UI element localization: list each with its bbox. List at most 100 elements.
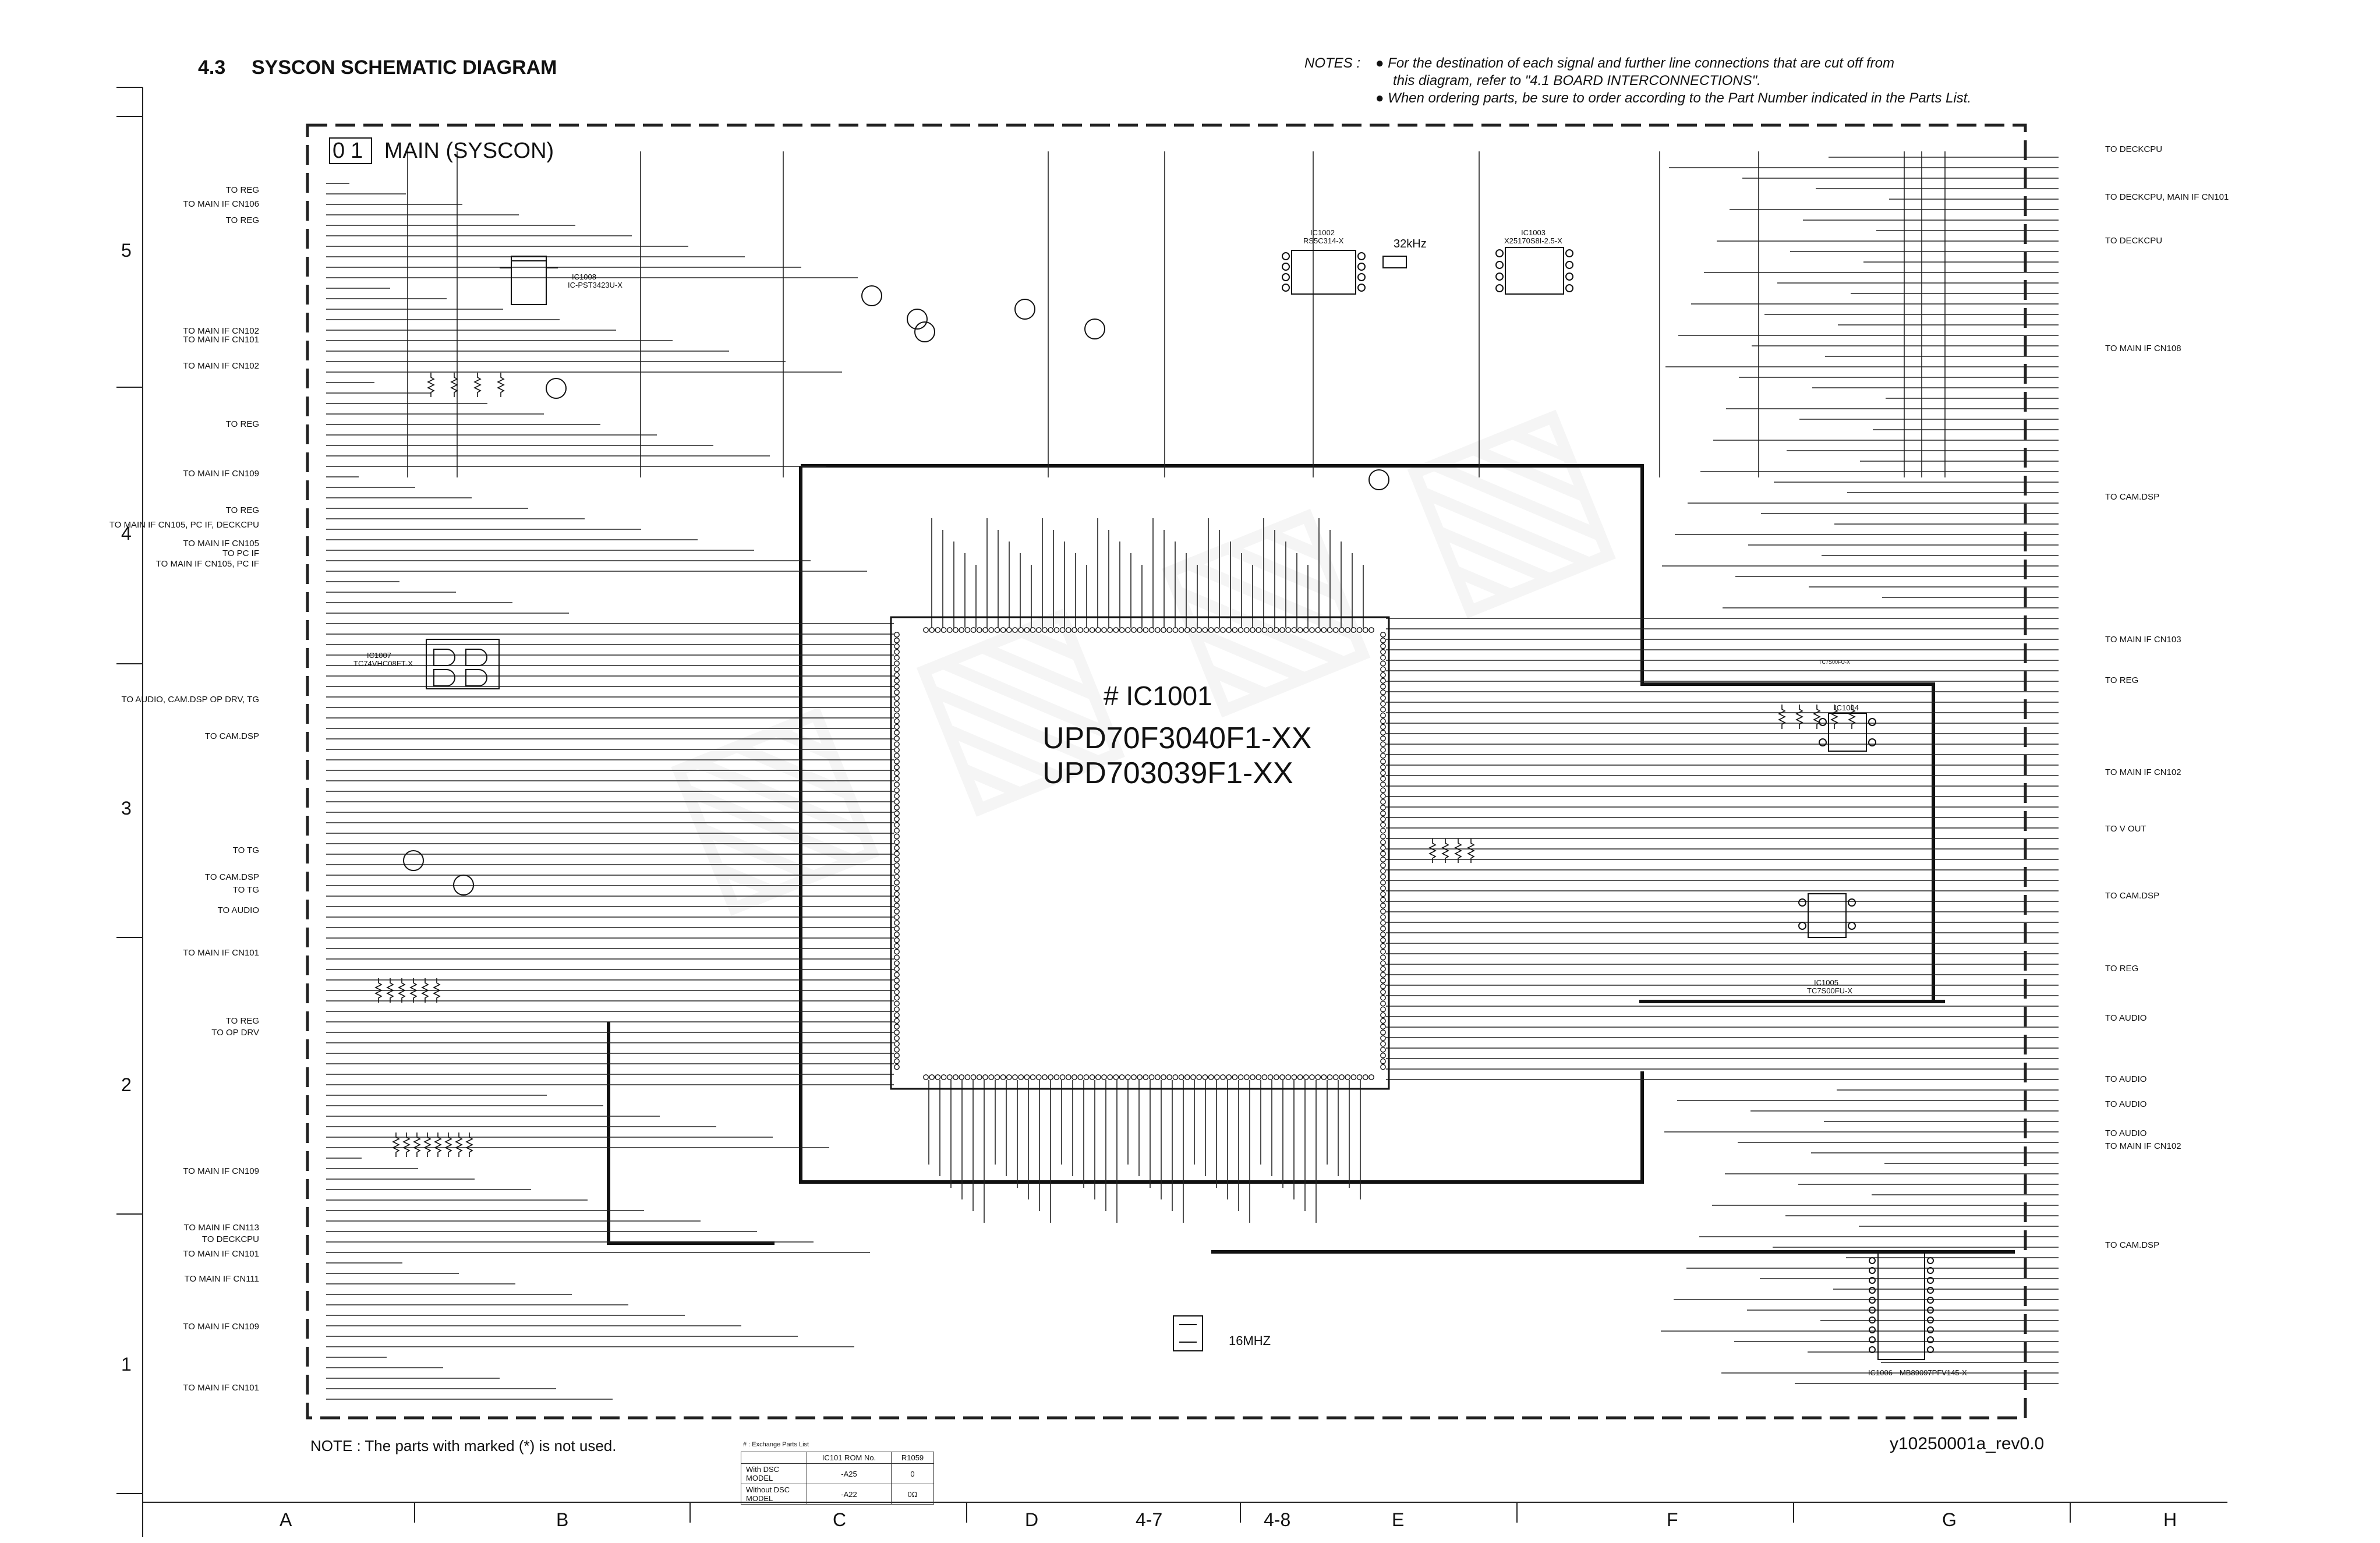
left-label: TO REG bbox=[225, 419, 259, 429]
right-label: TO REG bbox=[2105, 675, 2139, 685]
grid-column-label: A bbox=[280, 1509, 292, 1530]
transistors bbox=[403, 285, 1389, 896]
table-header-row: IC101 ROM No. R1059 bbox=[741, 1452, 934, 1464]
note-text-3: When ordering parts, be sure to order ac… bbox=[1388, 90, 1972, 106]
grid-column-label: B bbox=[556, 1509, 569, 1530]
diagram-title: SYSCON SCHEMATIC DIAGRAM bbox=[252, 56, 557, 79]
right-label: TO AUDIO bbox=[2105, 1013, 2147, 1023]
left-label: TO MAIN IF CN101 bbox=[183, 1383, 259, 1393]
ic1008-part: IC-PST3423U-X bbox=[568, 281, 623, 289]
right-label: TO V OUT bbox=[2105, 824, 2146, 834]
left-label: TO AUDIO bbox=[217, 905, 259, 915]
right-label: TO CAM.DSP bbox=[2105, 1240, 2160, 1250]
left-label: TO MAIN IF CN102 bbox=[183, 361, 259, 371]
ic1002-ref: IC1002 bbox=[1310, 228, 1335, 237]
note-line-1: ● For the destination of each signal and… bbox=[1375, 55, 1895, 71]
power-rails bbox=[607, 464, 2015, 1254]
left-label: TO OP DRV bbox=[211, 1028, 259, 1038]
right-label: TO DECKCPU, MAIN IF CN101 bbox=[2105, 192, 2229, 202]
ic1003-part: X25170S8I-2.5-X bbox=[1504, 236, 1562, 245]
ic1002-part: RS5C314-X bbox=[1303, 236, 1344, 245]
right-label: TO MAIN IF CN103 bbox=[2105, 635, 2181, 645]
ic1007-ref: IC1007 bbox=[367, 651, 391, 660]
left-label: TO MAIN IF CN101 bbox=[183, 335, 259, 345]
right-label: TO DECKCPU bbox=[2105, 236, 2163, 246]
row-ticks bbox=[116, 116, 143, 1494]
block-label: 01 MAIN (SYSCON) bbox=[329, 137, 554, 164]
crystal-32khz-label: 32kHz bbox=[1394, 238, 1427, 250]
section-number: 4.3 bbox=[198, 56, 226, 79]
ic1003-ref: IC1003 bbox=[1521, 228, 1546, 237]
right-label: TO CAM.DSP bbox=[2105, 891, 2160, 901]
note-line-3: ● When ordering parts, be sure to order … bbox=[1375, 90, 1972, 106]
ic1005-body bbox=[1798, 893, 1856, 938]
ic1001-ref: # IC1001 bbox=[1104, 681, 1212, 711]
ic1005-part: TC7S00FU-X bbox=[1807, 986, 1853, 995]
left-label: TO REG bbox=[225, 215, 259, 225]
right-label: TO AUDIO bbox=[2105, 1099, 2147, 1109]
table-header: IC101 ROM No. bbox=[807, 1452, 892, 1464]
table-header bbox=[741, 1452, 807, 1464]
ic1006-body bbox=[1869, 1251, 1934, 1360]
left-label: TO AUDIO, CAM.DSP OP DRV, TG bbox=[121, 695, 259, 705]
left-label: TO REG bbox=[225, 185, 259, 195]
crystal-32khz bbox=[1382, 256, 1407, 268]
block-number: 01 bbox=[329, 137, 373, 164]
ic1007-body bbox=[426, 639, 500, 689]
right-label: TO MAIN IF CN108 bbox=[2105, 344, 2181, 353]
crystal-16mhz-label: 16MHZ bbox=[1229, 1333, 1271, 1348]
ic1001-part-2: UPD703039F1-XX bbox=[1042, 756, 1293, 790]
left-label: TO PC IF bbox=[222, 548, 259, 558]
revision-label: y10250001a_rev0.0 bbox=[1890, 1434, 2045, 1453]
right-label: TO REG bbox=[2105, 964, 2139, 974]
table-cell: Without DSC MODEL bbox=[741, 1484, 807, 1505]
grid-column-label: C bbox=[833, 1509, 847, 1530]
ic1002-body bbox=[1282, 250, 1366, 295]
grid-row-label: 5 bbox=[121, 240, 132, 261]
left-label: TO DECKCPU bbox=[201, 1234, 259, 1244]
ic1008-body bbox=[500, 256, 558, 305]
left-label: TO MAIN IF CN101 bbox=[183, 948, 259, 958]
right-label: TO CAM.DSP bbox=[2105, 492, 2160, 502]
block-name: MAIN (SYSCON) bbox=[384, 139, 554, 163]
page-frame bbox=[116, 87, 2227, 1537]
right-label: TO MAIN IF CN102 bbox=[2105, 767, 2181, 777]
right-label: TO AUDIO bbox=[2105, 1128, 2147, 1138]
grid-column-label: F bbox=[1667, 1509, 1678, 1530]
left-label: TO TG bbox=[232, 885, 259, 895]
column-ticks bbox=[414, 1502, 2071, 1523]
left-label: TO MAIN IF CN111 bbox=[184, 1274, 259, 1284]
ic1006-ref: IC1006 bbox=[1868, 1368, 1893, 1377]
grid-column-label: G bbox=[1942, 1509, 1957, 1530]
resistor-arrays bbox=[374, 373, 1856, 1157]
ic1004-part: TC7S00FU-X bbox=[1819, 659, 1851, 665]
left-label: TO MAIN IF CN109 bbox=[183, 469, 259, 479]
ic1003-body bbox=[1495, 247, 1573, 295]
left-label: TO MAIN IF CN109 bbox=[183, 1166, 259, 1176]
table-cell: 0Ω bbox=[891, 1484, 934, 1505]
note-text-1: For the destination of each signal and f… bbox=[1388, 55, 1895, 71]
right-label: TO MAIN IF CN102 bbox=[2105, 1141, 2181, 1151]
table-cell: -A25 bbox=[807, 1463, 892, 1484]
right-label: TO AUDIO bbox=[2105, 1074, 2147, 1084]
left-label: TO REG bbox=[225, 1016, 259, 1026]
grid-column-label: H bbox=[2163, 1509, 2177, 1530]
ic1008-ref: IC1008 bbox=[572, 272, 596, 281]
left-label: TO MAIN IF CN105 bbox=[183, 539, 259, 548]
ic1005-ref: IC1005 bbox=[1814, 978, 1838, 987]
note-line-2: this diagram, refer to "4.1 BOARD INTERC… bbox=[1393, 73, 1761, 89]
board-outline bbox=[306, 123, 2027, 1420]
left-label: TO CAM.DSP bbox=[204, 872, 259, 882]
left-label: TO MAIN IF CN105, PC IF bbox=[155, 559, 259, 569]
ic1001-part-1: UPD70F3040F1-XX bbox=[1042, 721, 1312, 755]
grid-row-label: 2 bbox=[121, 1074, 132, 1095]
table-header: R1059 bbox=[891, 1452, 934, 1464]
table-cell: With DSC MODEL bbox=[741, 1463, 807, 1484]
table-row: Without DSC MODEL -A22 0Ω bbox=[741, 1484, 934, 1505]
left-label: TO MAIN IF CN113 bbox=[183, 1223, 259, 1233]
right-label: TO DECKCPU bbox=[2105, 144, 2163, 154]
grid-row-label: 4 bbox=[121, 523, 132, 544]
ic1004-ref: IC1004 bbox=[1834, 703, 1859, 712]
left-label: TO REG bbox=[225, 505, 259, 515]
